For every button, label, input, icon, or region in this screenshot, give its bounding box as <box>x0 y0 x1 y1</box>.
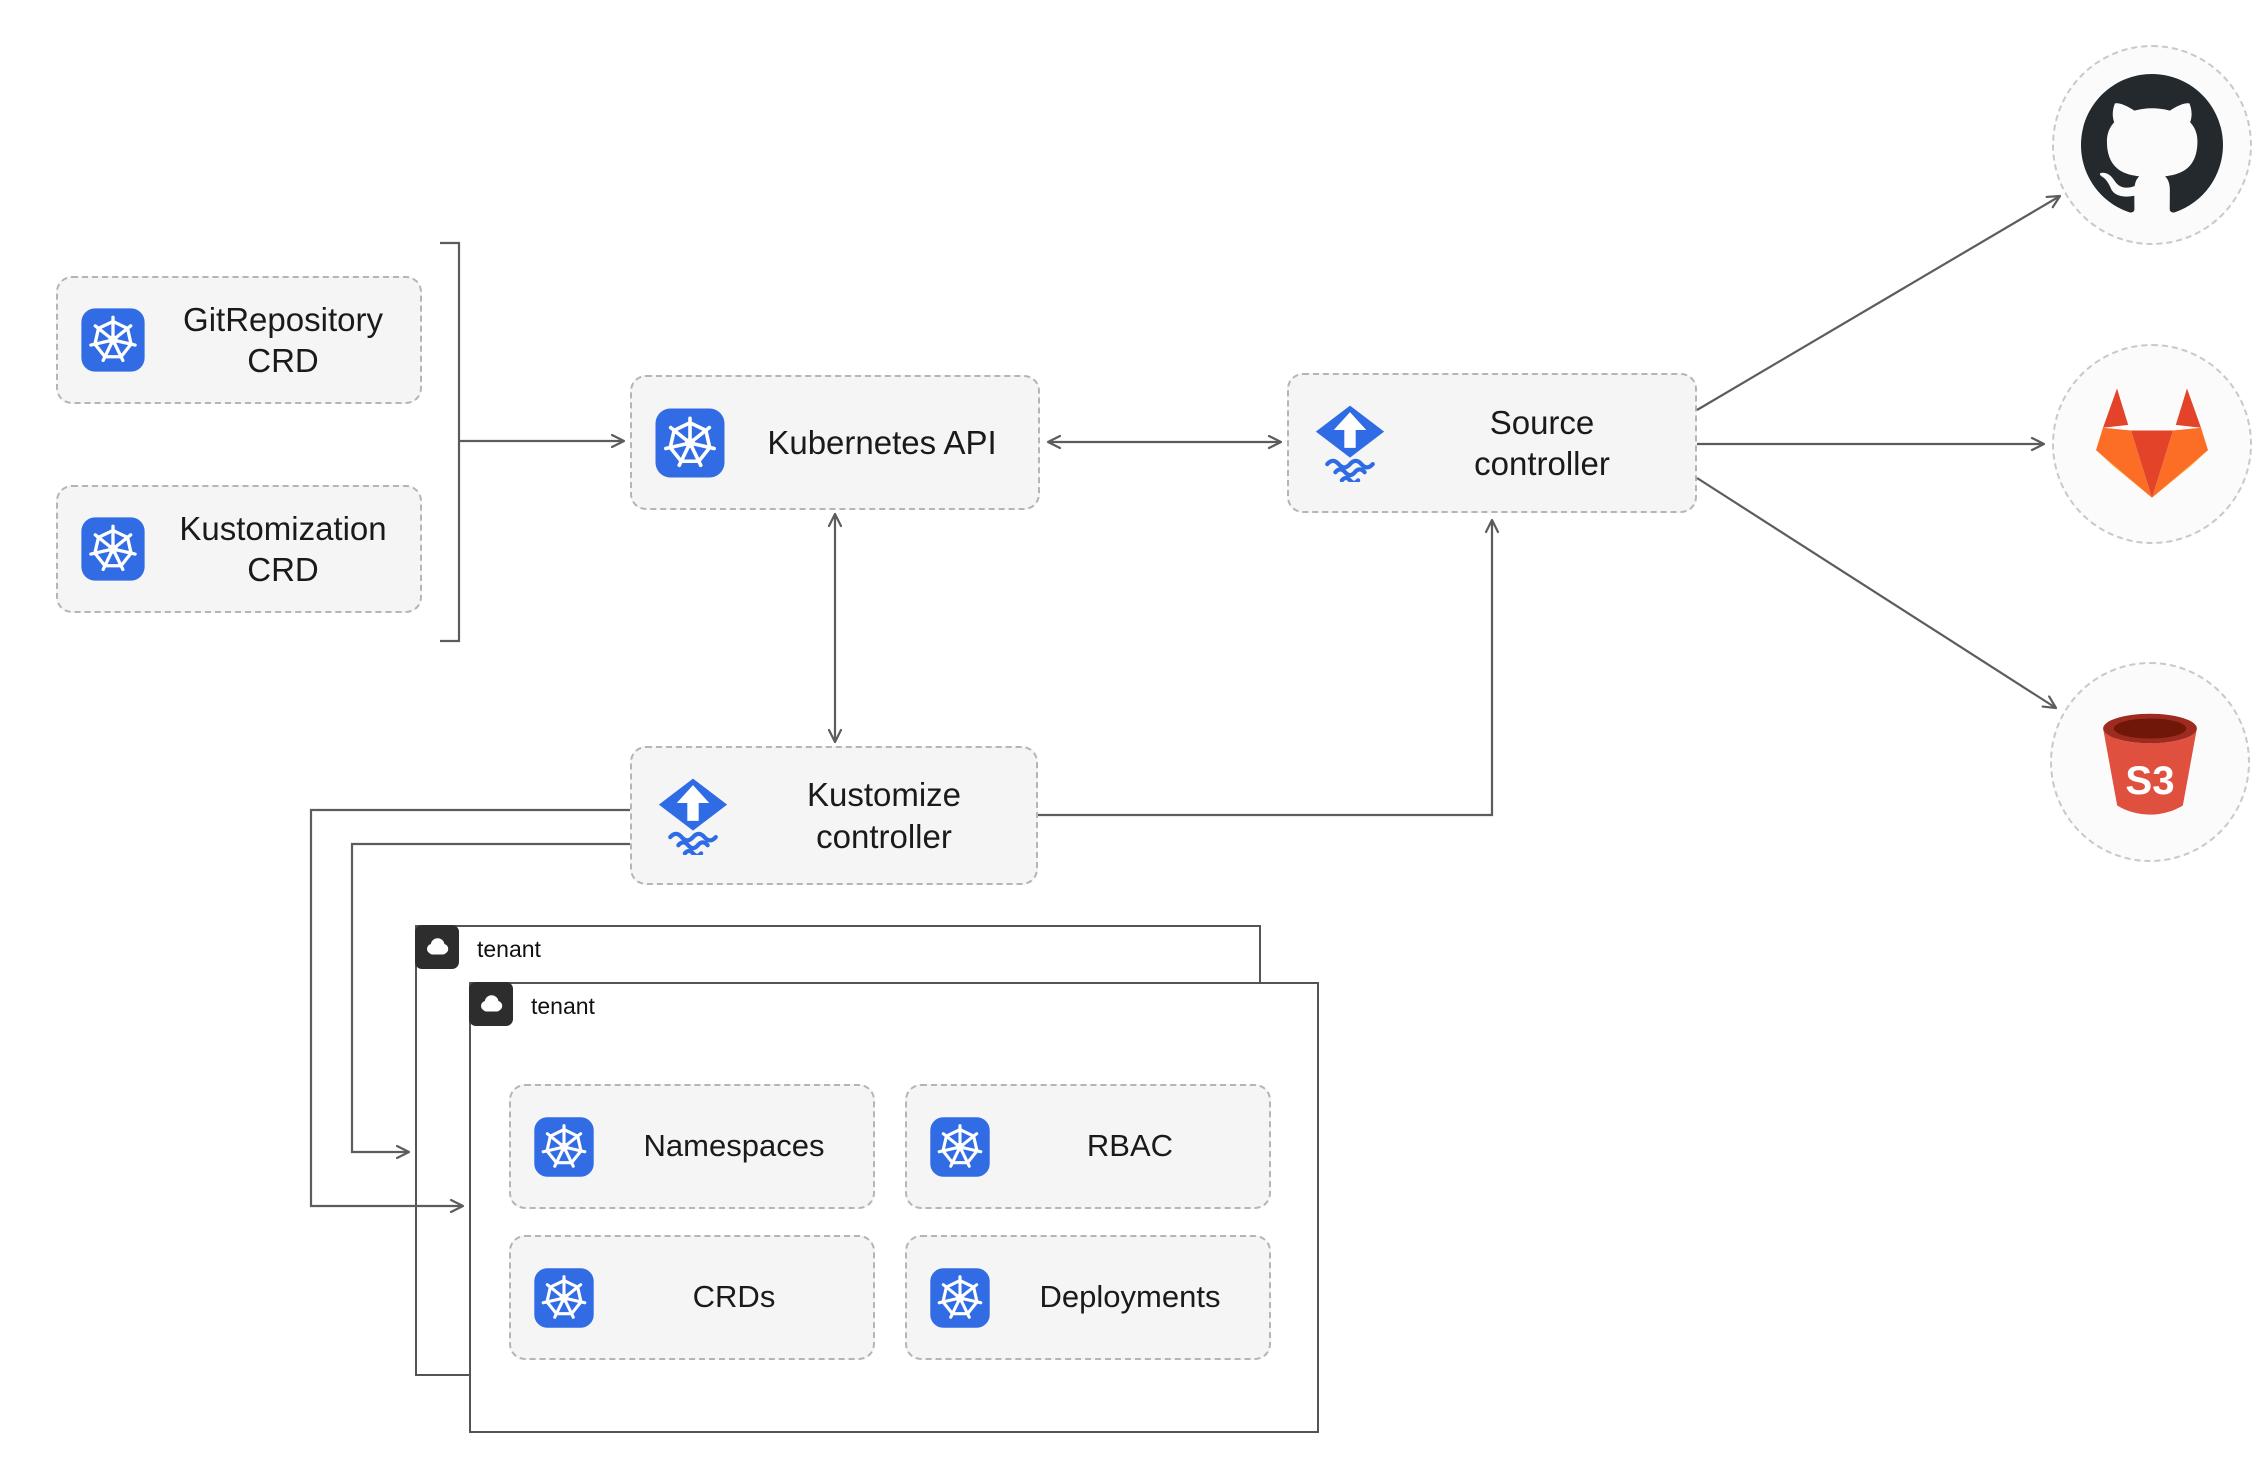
node-label-line2: CRD <box>247 342 319 379</box>
node-source-controller: Source controller <box>1287 373 1697 513</box>
node-label-line1: GitRepository <box>183 300 383 338</box>
arrow-source-controller-to-github <box>1696 194 2062 411</box>
node-label: Namespaces <box>643 1128 825 1164</box>
arrow-kustomize-controller-to-source-controller <box>1038 518 1500 817</box>
kubernetes-icon <box>929 1267 991 1329</box>
cloud-icon <box>476 989 506 1019</box>
kubernetes-icon <box>654 407 726 479</box>
kubernetes-icon <box>533 1116 595 1178</box>
tenant-label: tenant <box>531 992 595 1019</box>
cloud-icon <box>415 925 459 969</box>
node-label: Deployments <box>1039 1279 1221 1315</box>
node-label: RBAC <box>1086 1128 1174 1164</box>
node-gitrepository-crd: GitRepository CRD <box>56 276 422 404</box>
node-label-line2: controller <box>1474 445 1610 482</box>
node-label: Source controller <box>1411 402 1673 485</box>
node-label-line1: Kustomize <box>806 776 962 814</box>
cloud-icon <box>469 982 513 1026</box>
node-label-line1: Kustomization <box>179 509 387 547</box>
arrow-source-controller-to-s3 <box>1696 477 2058 710</box>
node-label: Kubernetes API <box>767 423 997 461</box>
node-label-line1: Source <box>1489 403 1595 441</box>
node-rbac: RBAC <box>905 1084 1271 1209</box>
node-kubernetes-api: Kubernetes API <box>630 375 1040 510</box>
kubernetes-icon <box>80 307 146 373</box>
node-label: GitRepository CRD <box>168 299 398 382</box>
node-label-line2: controller <box>816 817 952 855</box>
remote-github <box>2052 45 2252 245</box>
node-label-line2: CRD <box>247 551 319 588</box>
node-kustomization-crd: Kustomization CRD <box>56 485 422 613</box>
remote-gitlab <box>2052 344 2252 544</box>
node-kustomize-controller: Kustomize controller <box>630 746 1038 885</box>
kubernetes-icon <box>533 1267 595 1329</box>
tenant-box-front: tenant Namespaces RBAC CRDs Deployments <box>469 982 1319 1433</box>
node-crds: CRDs <box>509 1235 875 1360</box>
s3-bucket-icon <box>2083 695 2217 829</box>
flux-controller-icon <box>1311 404 1389 482</box>
node-deployments: Deployments <box>905 1235 1271 1360</box>
tenant-label: tenant <box>477 935 541 962</box>
flux-controller-icon <box>654 777 732 855</box>
kubernetes-icon <box>929 1116 991 1178</box>
node-label: Kustomize controller <box>754 774 1014 857</box>
cloud-icon <box>422 932 452 962</box>
github-icon <box>2081 74 2223 216</box>
kubernetes-icon <box>80 516 146 582</box>
crd-group-bracket <box>440 241 461 643</box>
node-namespaces: Namespaces <box>509 1084 875 1209</box>
remote-s3 <box>2050 662 2250 862</box>
gitlab-icon <box>2082 380 2222 509</box>
node-label: Kustomization CRD <box>168 508 398 591</box>
node-label: CRDs <box>692 1279 776 1315</box>
